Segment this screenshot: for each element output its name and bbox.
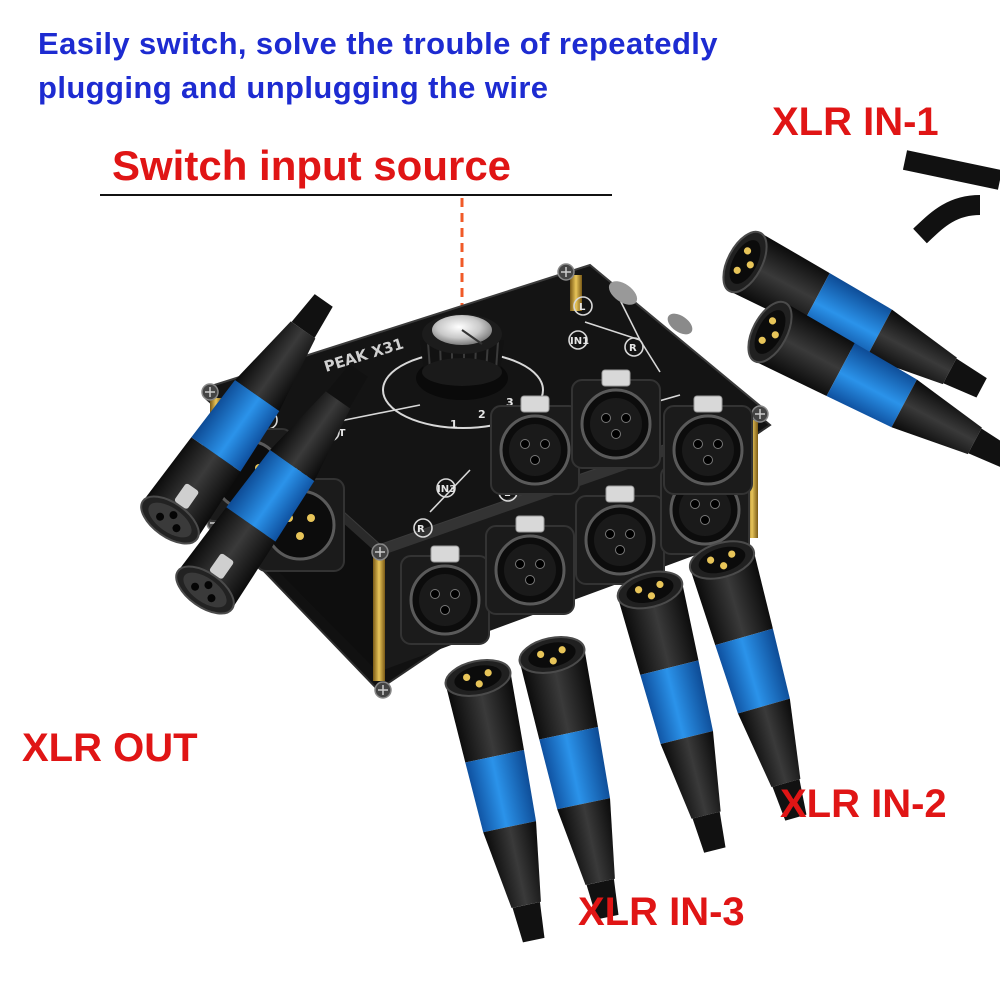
svg-text:R: R [417,524,425,535]
label-xlr-in-2: XLR IN-2 [780,782,947,826]
headline: Easily switch, solve the trouble of repe… [38,22,718,110]
xlr-in-1-plugs [713,150,1000,488]
switch-input-source-title: Switch input source [112,142,512,189]
label-xlr-in-3: XLR IN-3 [578,890,745,934]
svg-text:IN3: IN3 [437,484,456,495]
headline-line-1: Easily switch, solve the trouble of repe… [38,26,718,61]
label-xlr-out: XLR OUT [22,726,198,770]
headline-line-2: plugging and unplugging the wire [38,70,549,105]
svg-text:3: 3 [506,396,514,409]
label-xlr-in-1: XLR IN-1 [772,100,939,144]
svg-text:1: 1 [450,418,458,431]
selector-knob [416,314,508,400]
svg-text:2: 2 [478,408,486,421]
svg-text:L: L [579,302,586,313]
svg-text:R: R [629,343,637,354]
svg-text:IN1: IN1 [570,336,589,347]
